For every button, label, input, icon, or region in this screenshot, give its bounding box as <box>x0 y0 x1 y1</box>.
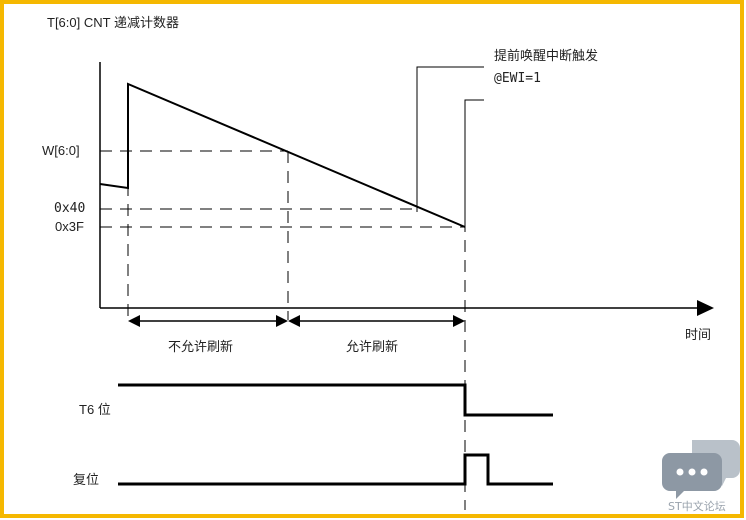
x-axis-label: 时间 <box>685 327 712 342</box>
no-refresh-interval-label: 不允许刷新 <box>168 339 234 354</box>
window-level-label: W[6:0] <box>42 143 80 158</box>
refresh-interval-label: 允许刷新 <box>346 339 399 354</box>
reset-waveform <box>118 453 553 486</box>
reset-signal-label: 复位 <box>73 472 100 487</box>
no-refresh-arrowhead-left <box>128 315 140 327</box>
no-refresh-arrowhead-right <box>276 315 288 327</box>
t6-bit-label: T6 位 <box>79 402 111 417</box>
x-axis-arrowhead <box>697 300 714 316</box>
refresh-arrowhead-left <box>288 315 300 327</box>
refresh-arrowhead-right <box>453 315 465 327</box>
chat-bubble-icon <box>662 440 740 499</box>
ewi-annotation-line2: @EWI=1 <box>494 71 541 86</box>
ewi-threshold-label: 0x40 <box>54 201 86 216</box>
y-axis-label: T[6:0] CNT 递减计数器 <box>47 15 179 30</box>
ewi-leader-line <box>416 66 484 212</box>
t6-bit-waveform <box>118 383 553 417</box>
watermark-text: ST中文论坛 <box>668 500 726 513</box>
ewi-annotation-line1: 提前唤醒中断触发 <box>494 49 599 64</box>
reset-threshold-label: 0x3F <box>55 219 84 234</box>
counter-curve <box>99 82 466 228</box>
ewi-pointer-line <box>464 99 484 227</box>
